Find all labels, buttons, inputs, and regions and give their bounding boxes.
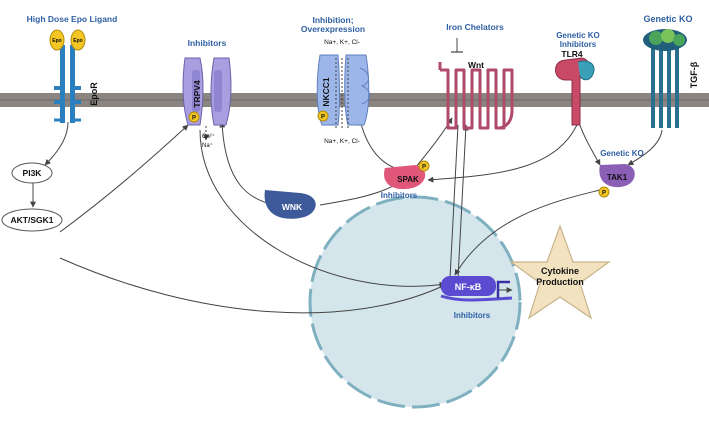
pi3k-label: PI3K	[23, 168, 43, 178]
nkcc1-inhibition-label: Inhibition;	[312, 15, 353, 25]
nkcc1-overexpression-label: Overexpression	[301, 24, 365, 34]
wnt-label: Wnt	[468, 60, 484, 70]
spak-kinase	[384, 165, 426, 190]
high-dose-label: High Dose Epo Ligand	[27, 14, 118, 24]
trpv4-label: TRPV4	[192, 80, 202, 108]
iron-chelators-label: Iron Chelators	[446, 22, 504, 32]
wnk-kinase	[264, 190, 316, 219]
spak-phospho-badge	[418, 160, 430, 172]
tak1-phospho-badge	[598, 186, 610, 198]
nfkb-complex	[440, 276, 513, 302]
epo-label-2: Epo	[73, 38, 82, 44]
trpv4-phospho-badge	[188, 111, 200, 123]
tlr4-receptor	[555, 57, 595, 126]
akt-label: AKT/SGK1	[11, 215, 54, 225]
trpv4-phospho-label: P	[192, 116, 196, 122]
cytokine-label-line2: Production	[536, 277, 584, 287]
ions-top-label: Na+, K+, Cl-	[324, 39, 360, 46]
epo-label-1: Epo	[52, 38, 61, 44]
tak1-genetic-ko-label: Genetic KO	[600, 149, 644, 158]
nkcc1-transporter	[316, 54, 370, 130]
spak-label: SPAK	[397, 175, 419, 184]
tak1-phospho-label: P	[602, 191, 606, 197]
trpv4-channel	[182, 57, 232, 126]
nkcc1-phospho-label: P	[321, 115, 325, 121]
nucleus	[308, 195, 522, 409]
spak-inhibitors-label: Inhibitors	[381, 191, 418, 200]
trpv4-inhibitors-label: Inhibitors	[188, 38, 227, 48]
cytokine-star	[509, 224, 611, 320]
ca-label: Ca²⁺	[202, 133, 215, 140]
tlr4-inhibitors-label: Inhibitors	[560, 40, 597, 49]
tgf-genetic-ko-label: Genetic KO	[643, 14, 692, 24]
cytokine-label-line1: Cytokine	[541, 266, 579, 276]
tlr4-genetic-ko-label: Genetic KO	[556, 31, 600, 40]
epo-receptor	[54, 45, 81, 123]
ions-bottom-label: Na+, K+, Cl-	[324, 138, 360, 145]
epor-label: EpoR	[89, 82, 99, 106]
tak1-label: TAK1	[607, 173, 628, 182]
akt-node	[1, 208, 63, 232]
pi3k-node	[11, 162, 53, 184]
tgfb-label: TGF-β	[689, 61, 699, 88]
nkcc1-label: NKCC1	[321, 77, 331, 107]
tlr4-label: TLR4	[561, 49, 583, 59]
epo-ligand	[49, 29, 86, 51]
na-label: Na⁺	[202, 142, 213, 149]
tgf-beta-receptor	[643, 29, 687, 128]
pathway-arrows	[30, 38, 663, 314]
nkcc1-phospho-badge	[317, 110, 329, 122]
wnk-label: WNK	[282, 202, 303, 212]
nfkb-label: NF-κB	[455, 282, 482, 292]
spak-phospho-label: P	[422, 165, 426, 171]
tak1-kinase	[599, 164, 635, 188]
wnt-receptor	[438, 62, 514, 130]
nfkb-inhibitors-label: Inhibitors	[454, 311, 491, 320]
